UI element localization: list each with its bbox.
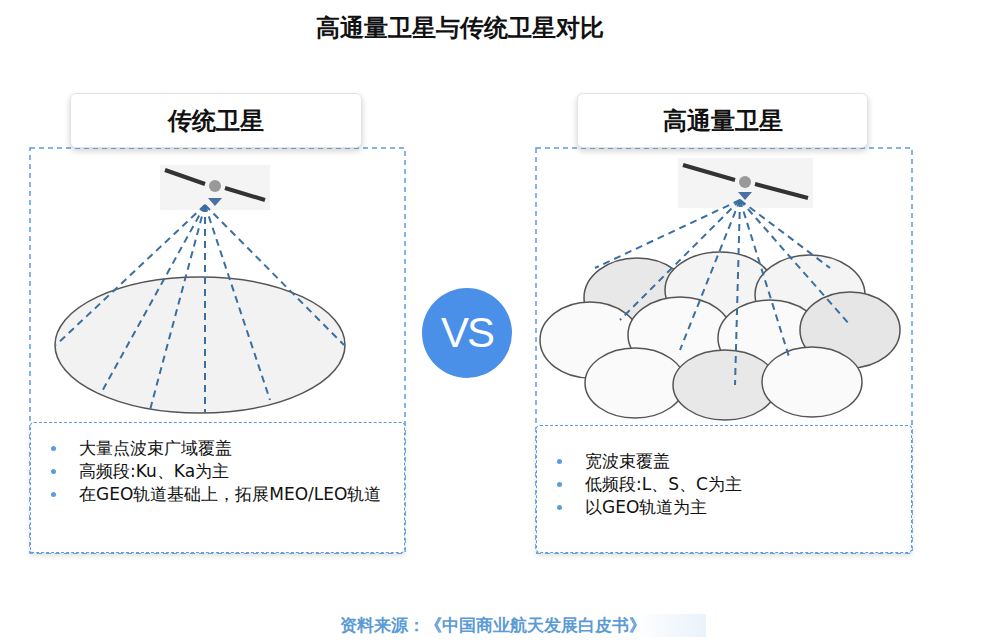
wide-beam [55, 205, 345, 413]
bullet-item: 宽波束覆盖 [555, 450, 895, 473]
header-text: 传统卫星 [168, 105, 264, 137]
panel-outline [30, 148, 405, 553]
bullet-item: 在GEO轨道基础上，拓展MEO/LEO轨道 [49, 483, 388, 506]
bullet-dot [557, 482, 562, 487]
panel-header: 传统卫星 [70, 93, 362, 148]
bullet-item: 高频段:Ku、Ka为主 [49, 460, 388, 483]
header-text: 高通量卫星 [663, 105, 783, 137]
source-caption: 资料来源：《中国商业航天发展白皮书》 [340, 614, 706, 637]
bullet-dot [557, 459, 562, 464]
bullet-item: 大量点波束广域覆盖 [49, 437, 388, 460]
satellite-icon [160, 165, 270, 210]
bullet-dot [51, 446, 56, 451]
vs-text: VS [441, 309, 493, 357]
satellite-icon [678, 158, 813, 208]
bullet-dot [51, 469, 56, 474]
vs-badge: VS [422, 288, 512, 378]
panel-header: 高通量卫星 [577, 93, 868, 148]
bullet-dot [51, 492, 56, 497]
bullet-item: 以GEO轨道为主 [555, 496, 895, 519]
beam-rays [595, 200, 850, 385]
bullet-box: 大量点波束广域覆盖高频段:Ku、Ka为主在GEO轨道基础上，拓展MEO/LEO轨… [30, 422, 405, 553]
spot-beams [540, 252, 900, 420]
bullet-box: 宽波束覆盖低频段:L、S、C为主以GEO轨道为主 [536, 425, 912, 553]
bullet-item: 低频段:L、S、C为主 [555, 473, 895, 496]
panel-outline [536, 148, 912, 553]
title: 高通量卫星与传统卫星对比 [0, 12, 920, 44]
bullet-dot [557, 505, 562, 510]
